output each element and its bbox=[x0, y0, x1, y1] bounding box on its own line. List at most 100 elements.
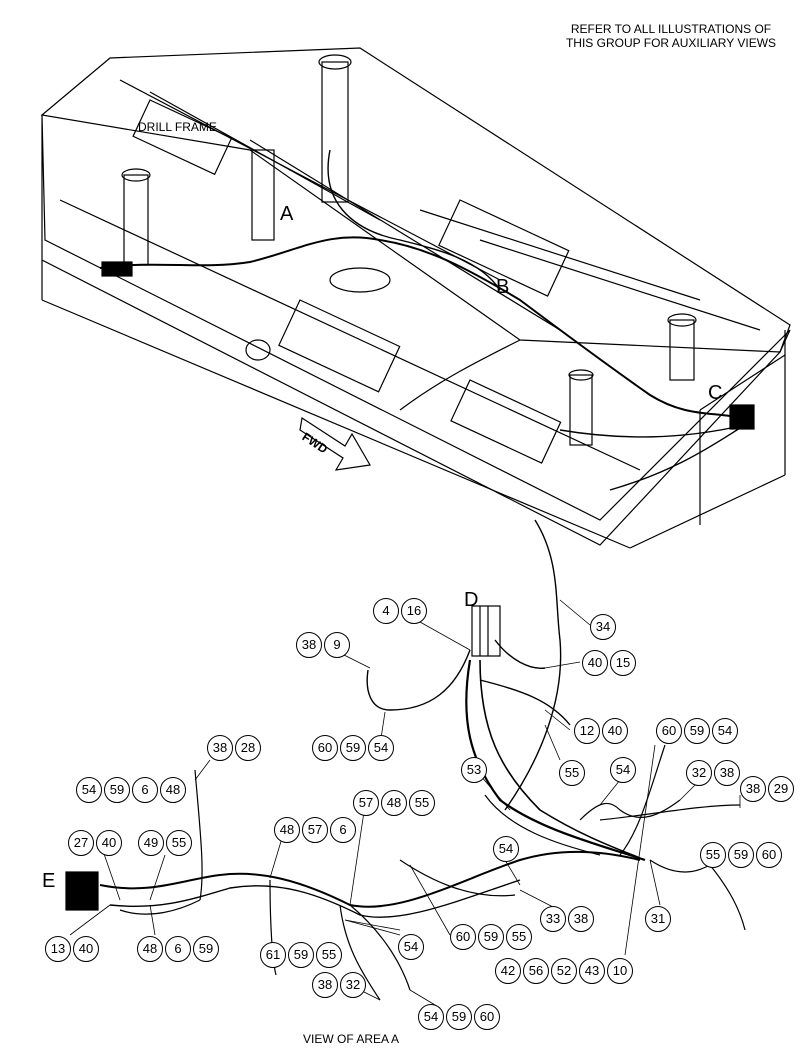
area-letter-e: E bbox=[42, 870, 56, 892]
harness-34 bbox=[504, 519, 562, 811]
callout-bubble: 59 bbox=[478, 924, 504, 950]
callout-bubble: 40 bbox=[96, 830, 122, 856]
callout-bubble: 55 bbox=[700, 842, 726, 868]
harness-main-trunk bbox=[465, 659, 646, 862]
callout-bubble: 55 bbox=[409, 790, 435, 816]
callout-bubble: 38 bbox=[296, 632, 322, 658]
post-4 bbox=[569, 374, 593, 446]
connector-e bbox=[65, 871, 99, 911]
callout-bubble: 15 bbox=[610, 650, 636, 676]
callout-bubble: 31 bbox=[645, 906, 671, 932]
callout-bubble: 54 bbox=[712, 718, 738, 744]
callout-bubble: 40 bbox=[73, 936, 99, 962]
callout-bubble: 28 bbox=[235, 735, 261, 761]
header-note-line-1: REFER TO ALL ILLUSTRATIONS OF bbox=[570, 22, 772, 36]
callout-bubble: 60 bbox=[450, 924, 476, 950]
callout-bubble: 48 bbox=[381, 790, 407, 816]
frame-panel-2 bbox=[438, 199, 570, 297]
callout-bubble: 59 bbox=[684, 718, 710, 744]
callout-bubble: 13 bbox=[45, 936, 71, 962]
callout-bubble: 57 bbox=[353, 790, 379, 816]
callout-bubble: 60 bbox=[656, 718, 682, 744]
header-note-line-2: THIS GROUP FOR AUXILIARY VIEWS bbox=[565, 36, 777, 50]
frame-top-outline bbox=[40, 47, 791, 353]
callout-bubble: 12 bbox=[574, 718, 600, 744]
callout-bubble: 54 bbox=[398, 934, 424, 960]
frame-main-body bbox=[41, 114, 791, 546]
callout-bubble: 59 bbox=[288, 942, 314, 968]
callout-bubble: 56 bbox=[523, 958, 549, 984]
area-letter-c: C bbox=[708, 382, 723, 404]
callout-bubble: 59 bbox=[340, 735, 366, 761]
callout-bubble: 59 bbox=[193, 936, 219, 962]
callout-bubble: 48 bbox=[274, 817, 300, 843]
callout-bubble: 6 bbox=[165, 936, 191, 962]
callout-bubble: 16 bbox=[401, 598, 427, 624]
callout-bubble: 48 bbox=[137, 936, 163, 962]
connector-a bbox=[101, 261, 133, 277]
callout-bubble: 55 bbox=[316, 942, 342, 968]
callout-bubble: 54 bbox=[493, 836, 519, 862]
callout-bubble: 38 bbox=[312, 972, 338, 998]
callout-bubble: 61 bbox=[260, 942, 286, 968]
callout-bubble: 54 bbox=[368, 735, 394, 761]
callout-bubble: 52 bbox=[551, 958, 577, 984]
callout-bubble: 42 bbox=[495, 958, 521, 984]
post-2 bbox=[321, 61, 349, 203]
callout-bubble: 54 bbox=[418, 1004, 444, 1030]
callout-bubble: 54 bbox=[76, 777, 102, 803]
callout-bubble: 38 bbox=[568, 906, 594, 932]
frame-panel-4 bbox=[450, 379, 562, 464]
callout-bubble: 59 bbox=[446, 1004, 472, 1030]
post-1 bbox=[123, 174, 149, 266]
callout-bubble: 38 bbox=[740, 776, 766, 802]
callout-bubble: 27 bbox=[68, 830, 94, 856]
frame-panel-1 bbox=[132, 99, 233, 176]
footer-label: VIEW OF AREA A bbox=[303, 1032, 400, 1046]
callout-bubble: 32 bbox=[686, 760, 712, 786]
callout-bubble: 59 bbox=[104, 777, 130, 803]
callout-bubble: 38 bbox=[207, 735, 233, 761]
post-3 bbox=[251, 149, 275, 241]
callout-bubble: 60 bbox=[312, 735, 338, 761]
callout-bubble: 40 bbox=[582, 650, 608, 676]
callout-bubble: 48 bbox=[160, 777, 186, 803]
callout-bubble: 60 bbox=[756, 842, 782, 868]
callout-bubble: 40 bbox=[602, 718, 628, 744]
callout-bubble: 33 bbox=[540, 906, 566, 932]
area-letter-d: D bbox=[464, 589, 479, 611]
fwd-arrow-shape bbox=[299, 416, 371, 471]
callout-bubble: 32 bbox=[340, 972, 366, 998]
frame-label: DRILL FRAME bbox=[138, 120, 217, 134]
callout-bubble: 43 bbox=[579, 958, 605, 984]
callout-bubble: 29 bbox=[768, 776, 794, 802]
frame-harness bbox=[99, 236, 746, 421]
callout-bubble: 49 bbox=[138, 830, 164, 856]
callout-bubble: 57 bbox=[302, 817, 328, 843]
callout-bubble: 59 bbox=[728, 842, 754, 868]
callout-bubble: 55 bbox=[506, 924, 532, 950]
callout-bubble: 6 bbox=[330, 817, 356, 843]
callout-bubble: 6 bbox=[132, 777, 158, 803]
post-5 bbox=[669, 319, 695, 381]
area-letter-a: A bbox=[280, 203, 294, 225]
callout-bubble: 53 bbox=[461, 757, 487, 783]
harness-branch-e bbox=[99, 850, 641, 908]
harness-12-40 bbox=[479, 679, 571, 726]
callout-bubble: 9 bbox=[324, 632, 350, 658]
callout-bubble: 54 bbox=[610, 757, 636, 783]
frame-panel-3 bbox=[278, 299, 401, 393]
connector-d bbox=[471, 605, 501, 657]
callout-bubble: 55 bbox=[559, 760, 585, 786]
callout-bubble: 10 bbox=[607, 958, 633, 984]
harness-d-left bbox=[366, 649, 471, 711]
callout-bubble: 34 bbox=[590, 614, 616, 640]
area-letter-b: B bbox=[496, 276, 510, 298]
callout-bubble: 4 bbox=[373, 598, 399, 624]
callout-bubble: 38 bbox=[714, 760, 740, 786]
connector-c bbox=[729, 404, 755, 430]
callout-bubble: 55 bbox=[166, 830, 192, 856]
fwd-label: FWD bbox=[299, 429, 331, 457]
